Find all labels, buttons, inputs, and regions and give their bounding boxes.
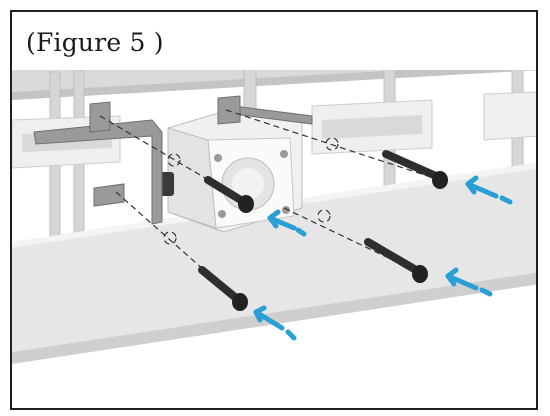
motor-mount-block: [160, 111, 303, 233]
caption-bar: (Figure 5 ): [12, 12, 536, 70]
arrow-center: [267, 209, 307, 237]
arrow-lower-left: [253, 305, 297, 341]
right-slotted-clamp: [311, 99, 433, 155]
arrow-lower-right: [445, 267, 493, 297]
bolt-icon: [198, 150, 448, 311]
insert-direction-arrow-icon: [253, 175, 513, 341]
figure-frame: (Figure 5 ): [10, 10, 538, 410]
assembly-illustration: [12, 22, 536, 364]
mounting-bracket-icon: [33, 95, 313, 225]
far-right-clamp: [483, 91, 536, 141]
bolt-upper-right: [382, 150, 448, 189]
arrow-upper-right: [465, 175, 513, 205]
bolt-lower-left: [198, 266, 248, 311]
figure-caption: (Figure 5 ): [26, 28, 164, 57]
bolt-lower-right: [364, 238, 428, 283]
bolt-upper-left: [204, 176, 254, 213]
